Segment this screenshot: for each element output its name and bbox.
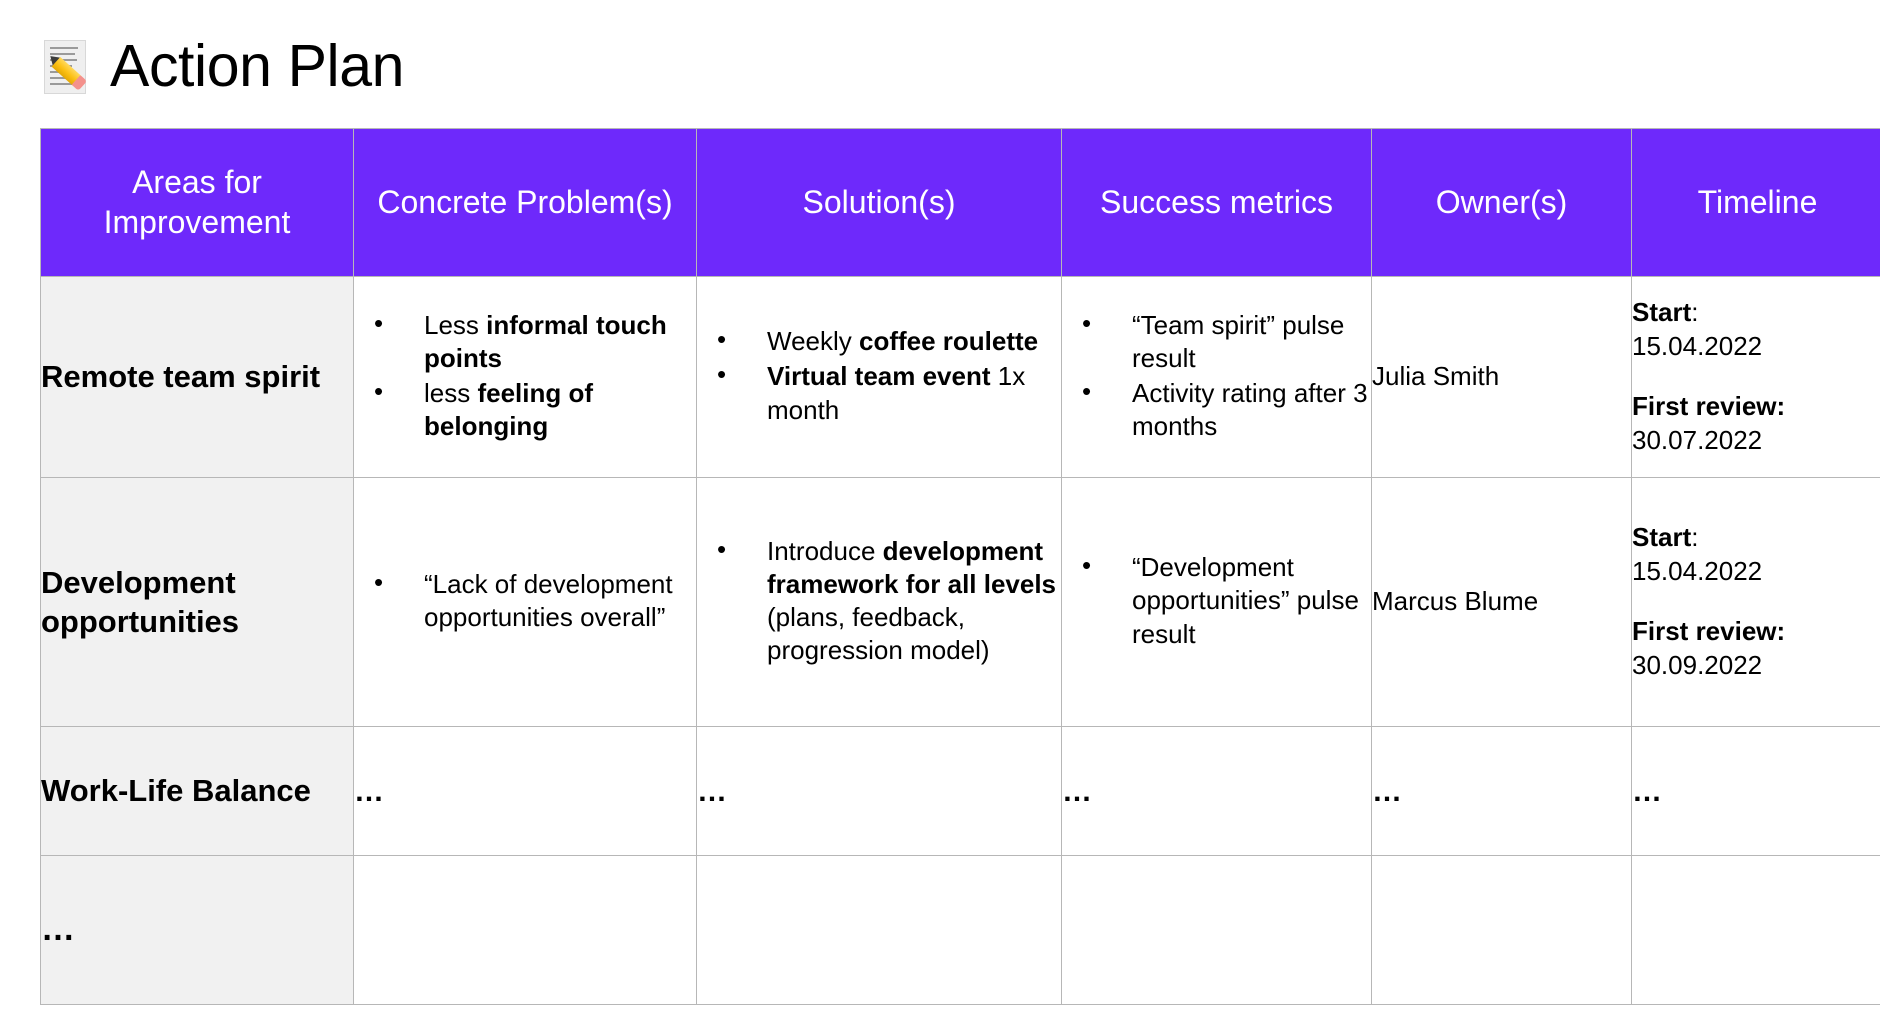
cell-area: Remote team spirit: [40, 276, 354, 478]
table-row[interactable]: Work-Life Balance … … … … …: [40, 726, 1880, 856]
page-title-row: Action Plan: [22, 18, 1858, 114]
bullet-list: “Team spirit” pulse result Activity rati…: [1062, 307, 1371, 443]
list-item: Virtual team event 1x month: [697, 358, 1061, 426]
list-item: “Lack of development opportunities overa…: [354, 566, 696, 634]
column-header-areas-for-improvement: Areas for Improvement: [40, 128, 354, 277]
cell-solutions: Introduce development framework for all …: [696, 477, 1062, 727]
list-item: Weekly coffee roulette: [697, 323, 1061, 358]
cell-problems: Less informal touch points less feeling …: [353, 276, 697, 478]
cell-metrics: …: [1061, 726, 1372, 856]
list-item: “Development opportunities” pulse result: [1062, 549, 1371, 650]
cell-area: Development opportunities: [40, 477, 354, 727]
cell-timeline: …: [1631, 726, 1880, 856]
column-header-concrete-problems: Concrete Problem(s): [353, 128, 697, 277]
table-header-row: Areas for Improvement Concrete Problem(s…: [40, 128, 1880, 277]
timeline-start-label: Start: [1632, 297, 1692, 328]
placeholder-ellipsis: …: [41, 910, 78, 949]
bullet-text-tail: (plans, feedback, progression model): [767, 602, 990, 666]
cell-problems: …: [353, 726, 697, 856]
column-header-timeline: Timeline: [1631, 128, 1880, 277]
cell-timeline: Start: 15.04.2022 First review: 30.09.20…: [1631, 477, 1880, 727]
bullet-list: Less informal touch points less feeling …: [354, 307, 696, 443]
table-row[interactable]: …: [40, 855, 1880, 1005]
cell-owner: …: [1371, 726, 1632, 856]
bullet-text-lead: Weekly: [767, 326, 859, 357]
column-header-owners: Owner(s): [1371, 128, 1632, 277]
cell-metrics: [1061, 855, 1372, 1005]
placeholder-ellipsis: …: [354, 774, 387, 808]
placeholder-ellipsis: …: [1632, 774, 1665, 808]
cell-timeline: Start: 15.04.2022 First review: 30.07.20…: [1631, 276, 1880, 478]
timeline-start-sep: :: [1691, 522, 1699, 553]
bullet-list: Weekly coffee roulette Virtual team even…: [697, 323, 1061, 426]
action-plan-table-wrapper: Areas for Improvement Concrete Problem(s…: [22, 128, 1880, 1005]
placeholder-ellipsis: …: [1372, 774, 1405, 808]
timeline-start-date: 15.04.2022: [1632, 331, 1763, 362]
bullet-text-strong: coffee roulette: [859, 326, 1039, 357]
timeline-review-label: First review:: [1632, 615, 1880, 649]
page-title: Action Plan: [110, 32, 405, 99]
cell-solutions: Weekly coffee roulette Virtual team even…: [696, 276, 1062, 478]
memo-pencil-icon: [38, 34, 96, 98]
list-item: Less informal touch points: [354, 307, 696, 375]
list-item: Activity rating after 3 months: [1062, 375, 1371, 443]
timeline-start: Start:: [1632, 296, 1880, 330]
timeline-review-label-text: First review:: [1632, 616, 1786, 646]
cell-problems: [353, 855, 697, 1005]
column-header-success-metrics: Success metrics: [1061, 128, 1372, 277]
bullet-text-strong: feeling of belonging: [424, 378, 594, 442]
cell-solutions: [696, 855, 1062, 1005]
cell-metrics: “Team spirit” pulse result Activity rati…: [1061, 276, 1372, 478]
action-plan-table: Areas for Improvement Concrete Problem(s…: [40, 128, 1880, 1005]
table-row[interactable]: Development opportunities “Lack of devel…: [40, 477, 1880, 727]
bullet-list: “Development opportunities” pulse result: [1062, 549, 1371, 650]
spacer: [1632, 364, 1880, 390]
table-row[interactable]: Remote team spirit Less informal touch p…: [40, 276, 1880, 478]
bullet-text-lead: Introduce: [767, 535, 883, 566]
bullet-text-strong: development framework for all levels: [767, 535, 1057, 599]
placeholder-ellipsis: …: [697, 774, 730, 808]
bullet-list: Introduce development framework for all …: [697, 533, 1061, 667]
bullet-text-lead: Less: [424, 309, 487, 340]
column-header-solutions: Solution(s): [696, 128, 1062, 277]
bullet-text-strong: Virtual team event: [767, 361, 991, 392]
cell-owner: Marcus Blume: [1371, 477, 1632, 727]
cell-area: …: [40, 855, 354, 1005]
cell-timeline: [1631, 855, 1880, 1005]
timeline-review-date: 30.07.2022: [1632, 424, 1763, 455]
timeline-start-label: Start: [1632, 522, 1692, 553]
bullet-text-lead: less: [424, 378, 478, 408]
timeline-start: Start:: [1632, 521, 1880, 555]
placeholder-ellipsis: …: [1062, 774, 1095, 808]
bullet-list: “Lack of development opportunities overa…: [354, 566, 696, 634]
cell-solutions: …: [696, 726, 1062, 856]
spacer: [1632, 589, 1880, 615]
bullet-text-tail: 1x month: [767, 361, 1026, 425]
timeline-start-sep: :: [1691, 297, 1699, 328]
cell-problems: “Lack of development opportunities overa…: [353, 477, 697, 727]
timeline-review-date: 30.09.2022: [1632, 649, 1763, 680]
cell-metrics: “Development opportunities” pulse result: [1061, 477, 1372, 727]
list-item: less feeling of belonging: [354, 375, 696, 443]
bullet-text-strong: informal touch points: [424, 309, 667, 373]
cell-owner: Julia Smith: [1371, 276, 1632, 478]
table-header: Areas for Improvement Concrete Problem(s…: [40, 128, 1880, 277]
cell-owner: [1371, 855, 1632, 1005]
list-item: “Team spirit” pulse result: [1062, 307, 1371, 375]
timeline-review-label-text: First review:: [1632, 391, 1786, 421]
table-body: Remote team spirit Less informal touch p…: [40, 276, 1880, 1005]
list-item: Introduce development framework for all …: [697, 533, 1061, 667]
timeline-review-label: First review:: [1632, 390, 1880, 424]
timeline-start-date: 15.04.2022: [1632, 556, 1763, 587]
cell-area: Work-Life Balance: [40, 726, 354, 856]
